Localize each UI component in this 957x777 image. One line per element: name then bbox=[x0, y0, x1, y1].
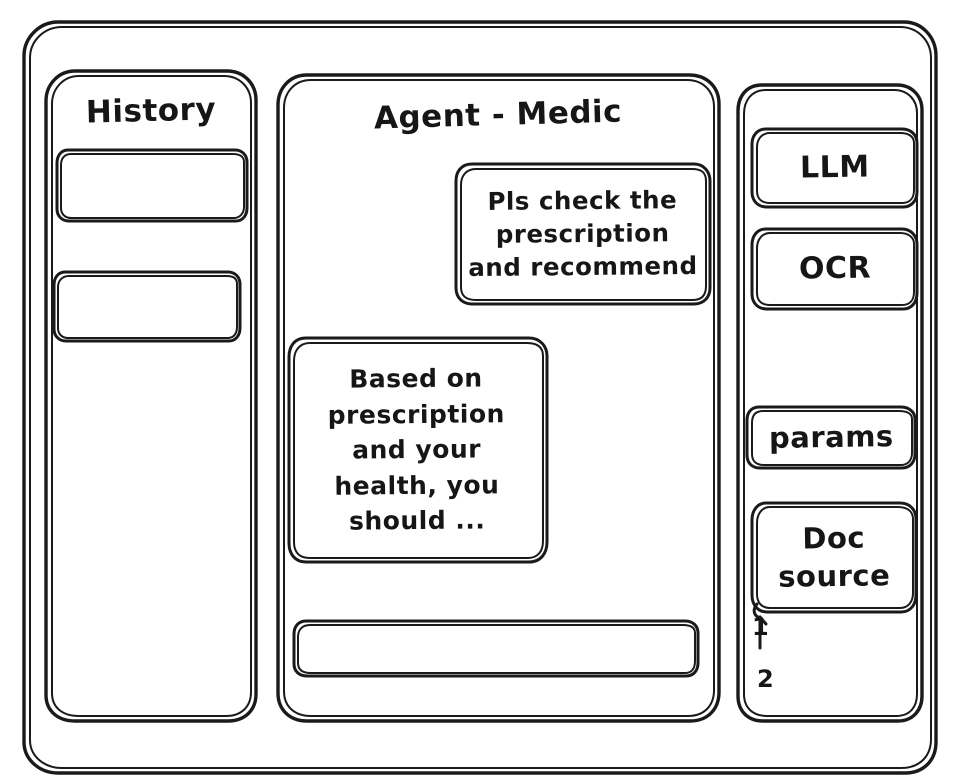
tool-button-ocr-label: OCR bbox=[798, 250, 872, 287]
tool-button-llm[interactable]: LLM bbox=[752, 128, 918, 208]
tool-button-doc-source[interactable]: Doc source bbox=[752, 502, 916, 612]
history-item[interactable] bbox=[54, 272, 240, 340]
doc-source-ref[interactable]: 1 bbox=[752, 613, 770, 641]
tool-button-params[interactable]: params bbox=[746, 406, 916, 468]
message-input[interactable] bbox=[293, 620, 699, 676]
history-panel-title: History bbox=[85, 91, 217, 131]
history-item[interactable] bbox=[58, 150, 246, 220]
chat-message-user-text: Pls check the prescription and recommend bbox=[468, 184, 698, 282]
doc-source-ref[interactable]: 2 bbox=[757, 665, 775, 693]
tool-button-doc-source-label: Doc source bbox=[778, 520, 891, 594]
chat-message-agent-text: Based on prescription and your health, y… bbox=[327, 363, 506, 536]
tool-button-llm-label: LLM bbox=[799, 149, 871, 186]
chat-message-user[interactable]: Pls check the prescription and recommend bbox=[455, 163, 710, 305]
tool-button-params-label: params bbox=[768, 418, 894, 455]
tool-button-ocr[interactable]: OCR bbox=[752, 228, 918, 310]
chat-message-agent[interactable]: Based on prescription and your health, y… bbox=[288, 337, 546, 563]
